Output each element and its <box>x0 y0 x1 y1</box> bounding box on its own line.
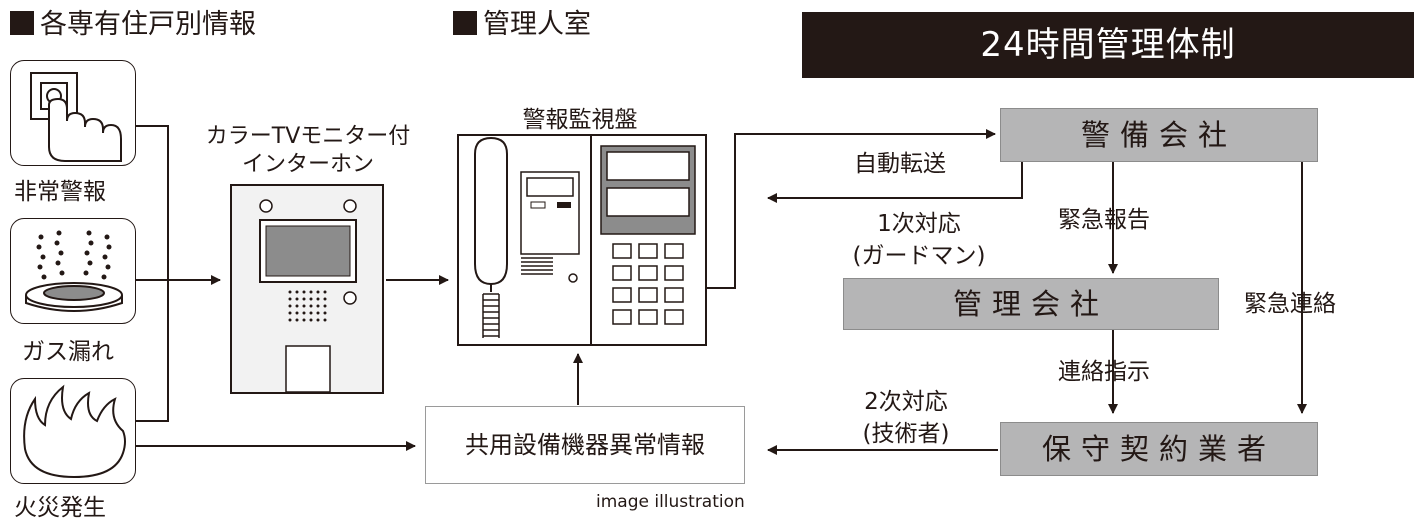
edge-label-emergency-contact: 緊急連絡 <box>1244 291 1336 317</box>
edge-label-instruction: 連絡指示 <box>1058 359 1150 385</box>
banner-24h: 24時間管理体制 <box>802 12 1414 78</box>
intercom-label-line1: カラーTVモニター付 <box>205 124 411 149</box>
box-security-company: 警備会社 <box>1000 108 1318 162</box>
emergency-button-icon <box>10 60 136 166</box>
sensor-label-alarm: 非常警報 <box>14 179 106 205</box>
intercom-label-line2: インターホン <box>241 152 374 177</box>
gas-leak-icon <box>10 218 136 324</box>
edge-label-first-response: 1次対応 <box>877 211 961 237</box>
alarm-panel-label: 警報監視盤 <box>522 107 638 133</box>
line-panel-to-security <box>706 129 996 289</box>
heading-dwelling: 各専有住戸別情報 <box>10 8 256 42</box>
edge-label-auto-transfer: 自動転送 <box>854 151 946 177</box>
edge-label-first-response-sub: (ガードマン) <box>852 243 986 269</box>
alarm-panel-icon <box>457 134 707 346</box>
sensor-label-fire: 火災発生 <box>14 495 106 521</box>
square-bullet-icon <box>453 11 477 35</box>
line-first-response <box>767 162 1023 203</box>
edge-label-emergency-report: 緊急報告 <box>1058 207 1150 233</box>
fire-icon <box>10 378 136 484</box>
intercom-panel-icon <box>230 184 384 394</box>
box-equipment-info: 共用設備機器異常情報 <box>425 406 745 484</box>
square-bullet-icon <box>10 11 34 35</box>
edge-label-second-response-sub: (技術者) <box>862 421 950 447</box>
heading-office: 管理人室 <box>453 8 591 42</box>
box-maintenance-contractor: 保守契約業者 <box>1000 422 1318 476</box>
caption: image illustration <box>596 492 745 512</box>
box-management-company: 管理会社 <box>843 278 1219 330</box>
sensor-label-gas: ガス漏れ <box>22 339 114 365</box>
line-alarm-to-bracket <box>136 125 169 422</box>
heading-office-text: 管理人室 <box>483 9 591 40</box>
edge-label-second-response: 2次対応 <box>864 389 948 415</box>
heading-dwelling-text: 各専有住戸別情報 <box>40 9 256 40</box>
